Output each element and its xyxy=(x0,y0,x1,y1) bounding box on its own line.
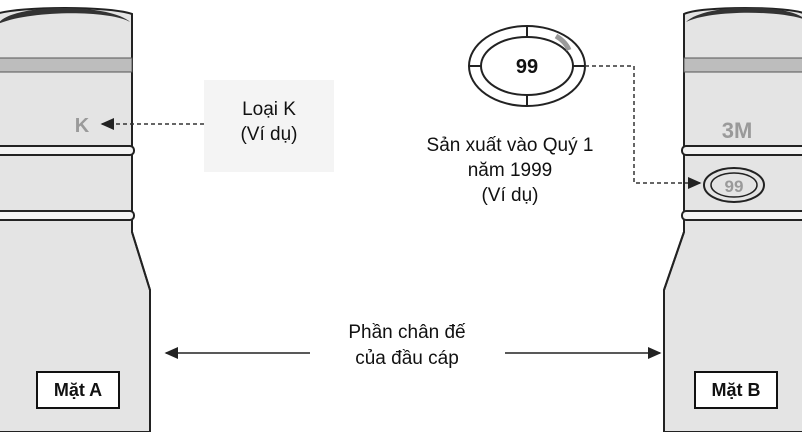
right-ring-1 xyxy=(681,145,802,156)
right-date-badge-outer xyxy=(703,167,765,203)
side-b-label: Mặt B xyxy=(694,371,778,409)
right-ring-2 xyxy=(681,210,802,221)
date-line2: năm 1999 xyxy=(467,160,553,181)
right-connector xyxy=(663,7,802,432)
date-code-mark: 99 xyxy=(725,177,744,196)
date-code-enlarged: 99 xyxy=(516,56,538,78)
left-connector xyxy=(0,7,151,432)
left-base-seam xyxy=(131,231,151,291)
type-label: Loại K xyxy=(242,99,296,120)
date-leader-arrow xyxy=(585,65,702,189)
type-callout-box xyxy=(204,80,334,172)
side-a-label: Mặt A xyxy=(36,371,120,409)
left-ring-1 xyxy=(0,145,135,156)
left-collar xyxy=(0,57,133,73)
left-connector-cap xyxy=(0,8,130,24)
right-collar xyxy=(683,57,802,73)
date-example: (Ví dụ) xyxy=(481,185,539,206)
type-example: (Ví dụ) xyxy=(240,124,298,145)
type-mark: K xyxy=(75,115,90,137)
enlarged-date-badge xyxy=(468,25,586,107)
left-ring-2 xyxy=(0,210,135,221)
date-line1: Sản xuất vào Quý 1 xyxy=(426,135,594,156)
right-connector-cap xyxy=(686,7,802,22)
right-base-seam xyxy=(663,231,685,291)
brand-mark: 3M xyxy=(722,118,753,143)
base-line2: của đầu cáp xyxy=(355,348,459,369)
base-line1: Phần chân đế xyxy=(348,322,466,343)
right-date-badge-inner xyxy=(710,172,758,198)
